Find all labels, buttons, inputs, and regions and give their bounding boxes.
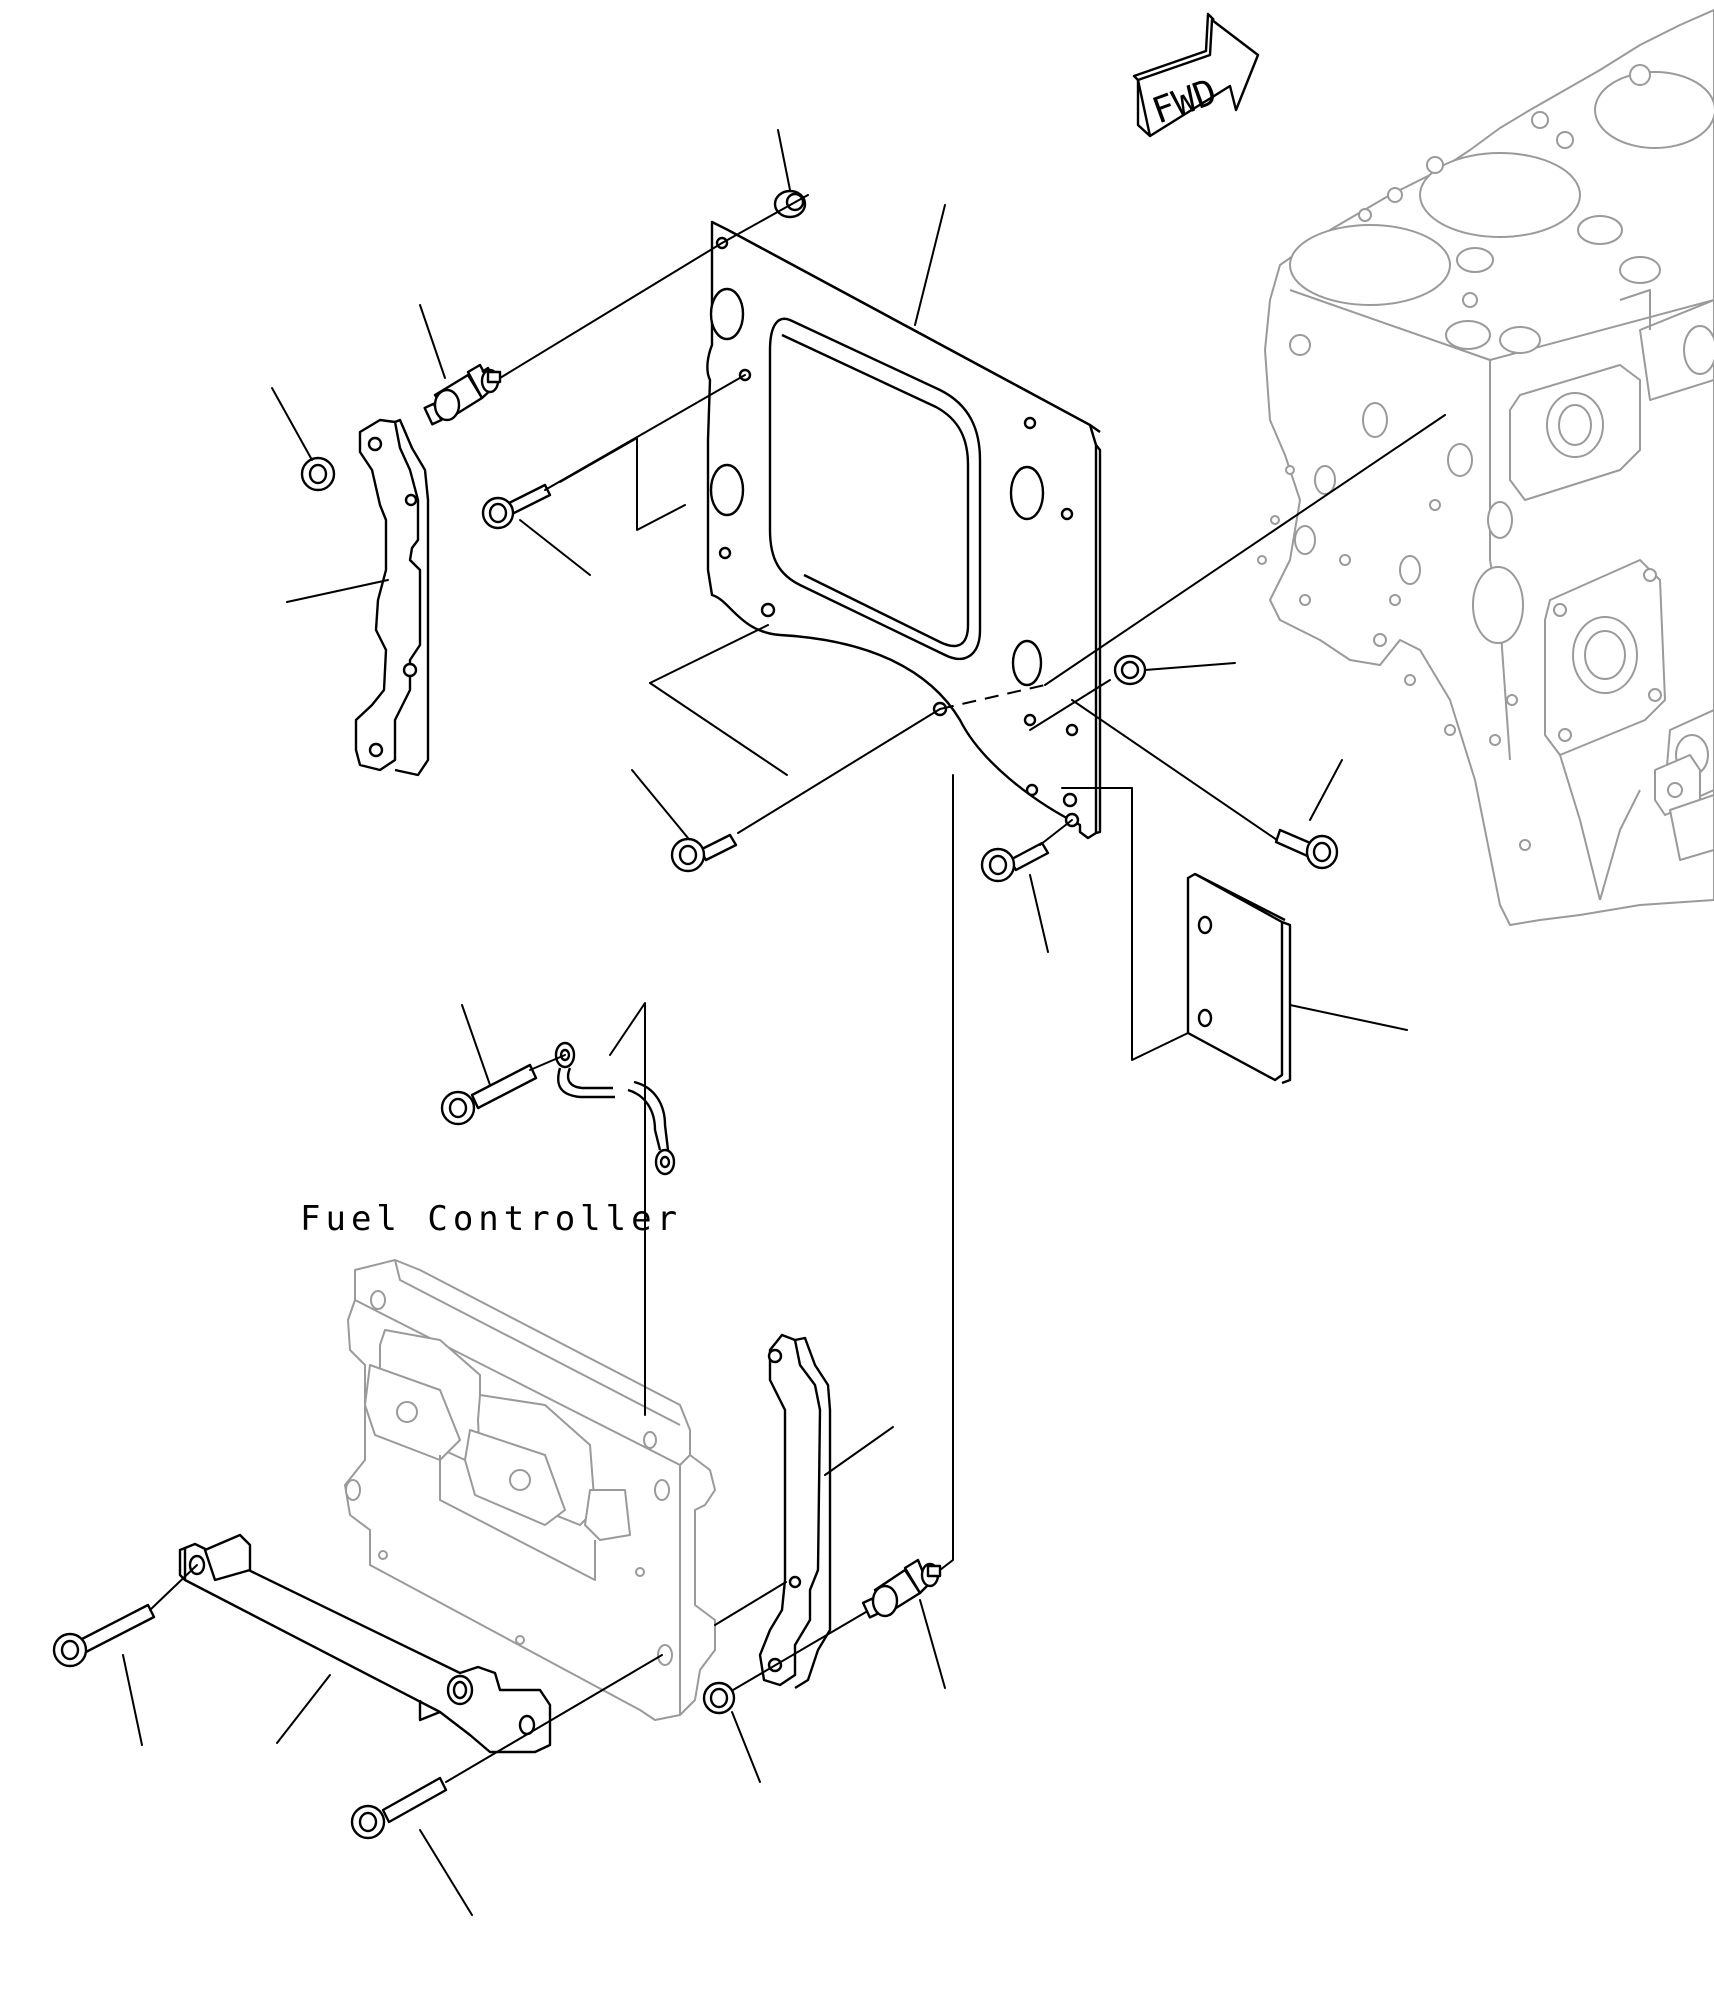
cable-bolt bbox=[440, 1063, 538, 1126]
forward-direction-arrow: FWD bbox=[1132, 12, 1260, 138]
upper-left-bracket bbox=[354, 418, 430, 777]
bolt-far-right bbox=[1274, 828, 1339, 870]
bolt-upper-left bbox=[481, 483, 552, 530]
flange-nut-right bbox=[1113, 654, 1147, 686]
flange-nut-lower bbox=[702, 1681, 736, 1715]
mounting-plate bbox=[706, 220, 1102, 840]
ground-cable bbox=[554, 1041, 676, 1176]
long-bolt-lower-left bbox=[52, 1603, 156, 1668]
fuel-controller-label: Fuel Controller bbox=[300, 1199, 682, 1239]
rubber-mount-lower bbox=[861, 1558, 942, 1619]
bolt-plate-lower-center bbox=[980, 841, 1050, 883]
flange-nut-upper-left bbox=[300, 456, 336, 492]
engine-block bbox=[1257, 9, 1714, 926]
lower-center-bracket bbox=[758, 1333, 832, 1690]
assembly-lines bbox=[122, 129, 1446, 1916]
lower-long-bracket bbox=[178, 1533, 552, 1754]
bracket-plate-right bbox=[1186, 872, 1292, 1085]
rubber-mount-upper bbox=[423, 363, 502, 426]
long-bolt-lower bbox=[350, 1776, 448, 1840]
bolt-plate-lower-left bbox=[670, 833, 738, 873]
fuel-controller-ecm bbox=[344, 1259, 716, 1721]
